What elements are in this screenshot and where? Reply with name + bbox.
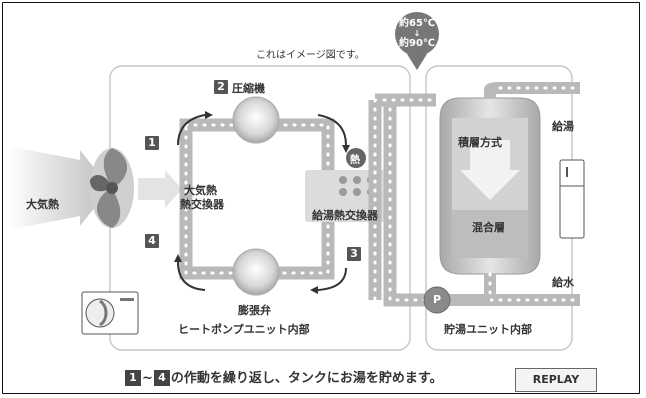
- hot-water-pipe: [383, 100, 436, 307]
- replay-button[interactable]: REPLAY: [515, 368, 597, 392]
- temperature-readout: 約65℃ ↓ 約90℃: [396, 18, 438, 50]
- step-4-badge: 4: [145, 234, 159, 248]
- pump-label: P: [433, 293, 442, 306]
- water-supply-label: 給水: [552, 276, 574, 289]
- heat-badge: [346, 148, 366, 168]
- atmospheric-heat-arrow: [8, 146, 110, 230]
- air-heat-exchanger-label-2: 熱交換器: [180, 198, 224, 211]
- diagram-frame: [2, 2, 640, 394]
- fan-icon: [90, 148, 134, 228]
- air-heat-exchanger-label-1: 大気熱: [184, 184, 217, 197]
- expansion-valve-label: 膨張弁: [238, 304, 271, 317]
- temperature-high: 約90℃: [398, 38, 436, 49]
- footer-message-text: の作動を繰り返し、タンクにお湯を貯めます。: [170, 371, 443, 386]
- footer-step-last: 4: [153, 370, 170, 386]
- water-heat-exchanger-label: 給湯熱交換器: [312, 209, 378, 222]
- compressor-label: 圧縮機: [232, 82, 265, 95]
- temperature-arrow-icon: ↓: [413, 29, 421, 38]
- outdoor-unit-icon: [81, 291, 139, 335]
- atmospheric-heat-label: 大気熱: [26, 198, 59, 211]
- heat-badge-label: 熱: [350, 155, 360, 166]
- heatpump-unit-label: ヒートポンプユニット内部: [178, 323, 310, 336]
- step-3-badge: 3: [347, 247, 361, 261]
- expansion-valve: [232, 248, 280, 296]
- stratified-label: 積層方式: [458, 136, 502, 149]
- image-caption: これはイメージ図です。: [256, 50, 365, 61]
- mixed-layer-label: 混合層: [472, 221, 505, 234]
- heat-inflow-arrow: [138, 170, 182, 208]
- tank-unit-label: 貯湯ユニット内部: [444, 323, 532, 336]
- tank-unit-icon: [559, 159, 585, 239]
- temperature-marker: [395, 12, 439, 70]
- compressor: [232, 96, 280, 144]
- pump: [423, 286, 451, 314]
- temperature-low: 約65℃: [398, 18, 436, 29]
- step-1-badge: 1: [145, 136, 159, 150]
- hot-water-out-label: 給湯: [552, 120, 574, 133]
- step-2-badge: 2: [214, 80, 228, 94]
- footer-step-first: 1: [125, 370, 141, 386]
- hot-water-outlet-pipe: [484, 82, 580, 98]
- flow-arrows: [177, 114, 347, 291]
- stratification-arrow: [460, 140, 520, 200]
- footer-tilde: ~: [142, 371, 153, 386]
